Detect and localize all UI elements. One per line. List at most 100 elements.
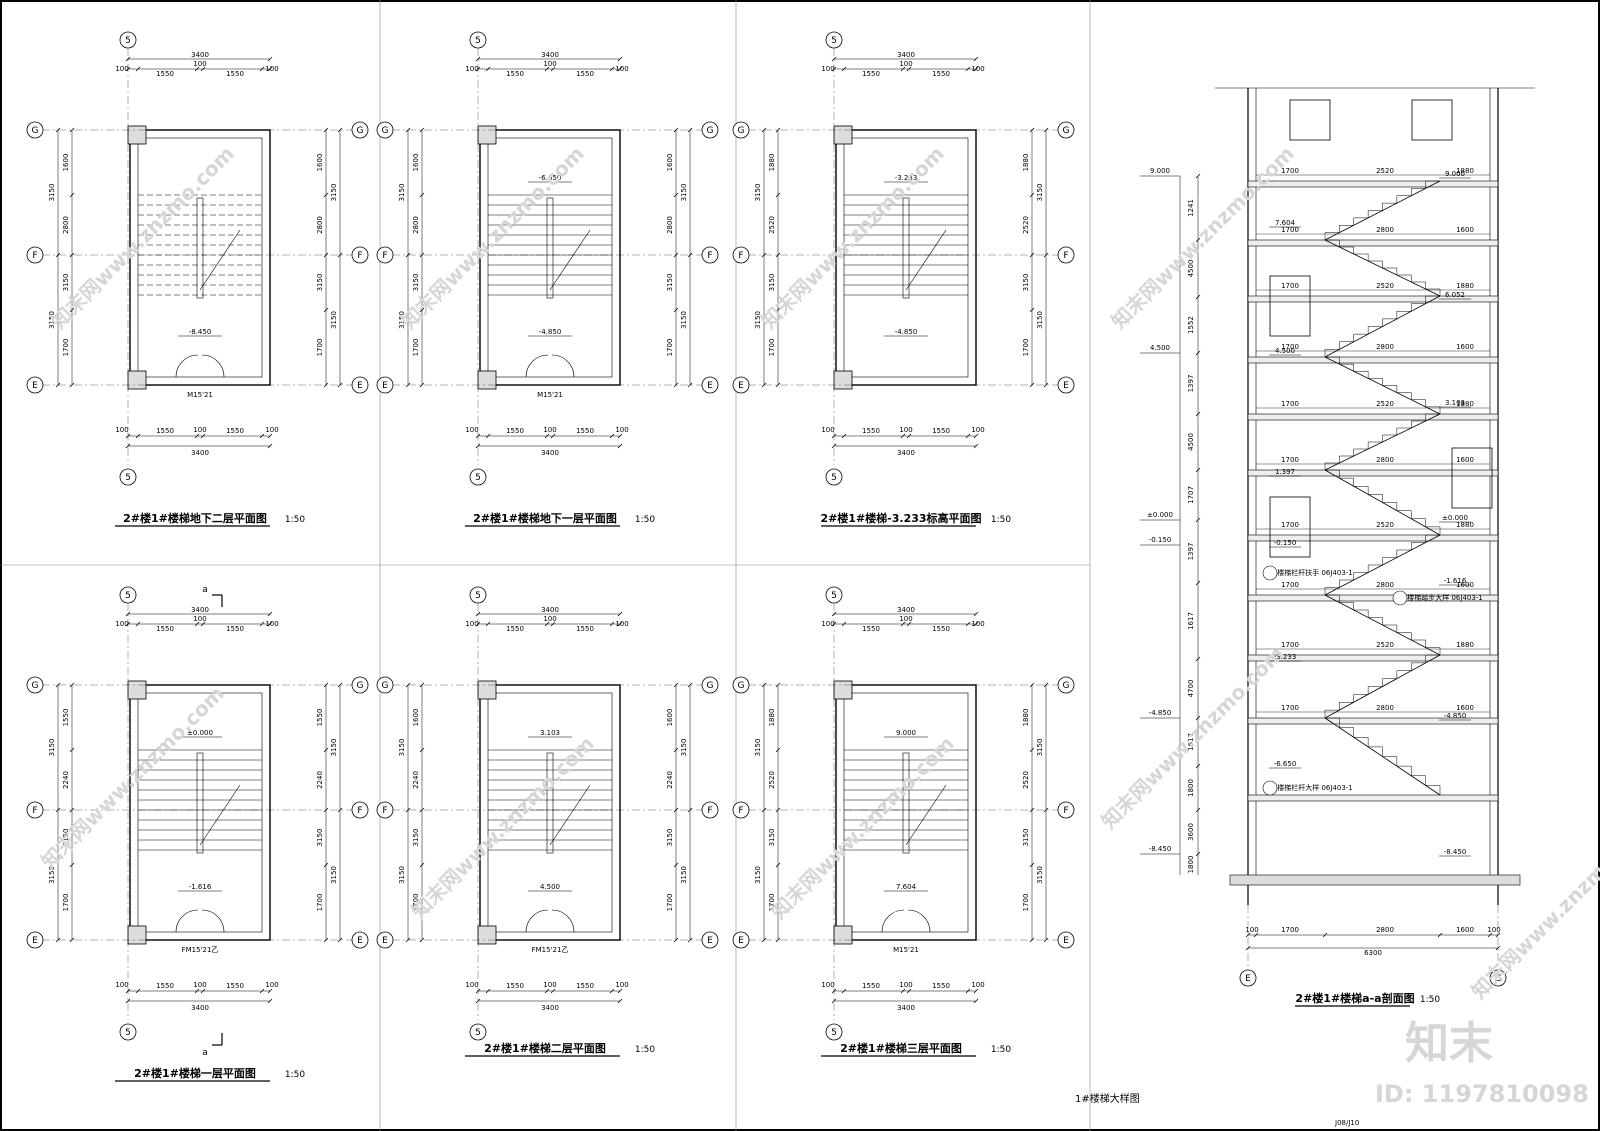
dim-tick	[125, 998, 131, 1004]
dim-part: 100	[821, 981, 834, 989]
landing-dim: 1700	[1281, 456, 1299, 464]
level-label-inner: -0.150	[1274, 539, 1297, 547]
dim-part: 100	[265, 65, 278, 73]
level-label-inner: -1.616	[1444, 577, 1467, 585]
dim-tick	[69, 747, 75, 753]
axis-E-label: E	[1063, 381, 1069, 391]
dim-tick	[1195, 517, 1201, 523]
axis-F-label: F	[32, 806, 37, 816]
dim-part: 100	[265, 620, 278, 628]
dim-part: 100	[115, 426, 128, 434]
axis-F-label: F	[1063, 806, 1068, 816]
floor-slab	[1247, 413, 1499, 421]
dim-tick	[617, 998, 623, 1004]
dim-tick	[475, 621, 481, 627]
dim-part: 100	[543, 60, 556, 68]
dim-tick	[965, 66, 971, 72]
dim-right: 2240	[316, 771, 324, 789]
dim-tick	[485, 66, 491, 72]
dim-total: 3400	[191, 1004, 209, 1012]
dim-tick	[475, 433, 481, 439]
level-label-inner: -6.650	[1274, 760, 1297, 768]
dim-left: 1700	[62, 339, 70, 357]
dim-part: 100	[615, 426, 628, 434]
dim-tick	[419, 252, 425, 258]
dim-part: 1550	[932, 625, 950, 633]
dim-tick	[405, 127, 411, 133]
landing-dim: 1880	[1456, 167, 1474, 175]
axis-F-bubble	[1057, 246, 1075, 264]
dim-total: 3400	[897, 606, 915, 614]
axis-G-bubble	[701, 676, 719, 694]
axis-F-bubble	[701, 801, 719, 819]
dim-tick	[906, 433, 912, 439]
dim-tick	[900, 621, 906, 627]
dim-left-outer: 3150	[48, 311, 56, 329]
dim-tick	[617, 621, 623, 627]
section-dim-bottom: 1700	[1281, 926, 1299, 934]
axis-E-bubble	[351, 376, 369, 394]
dim-tick	[831, 998, 837, 1004]
landing-dim: 1700	[1281, 226, 1299, 234]
dim-part: 1550	[932, 982, 950, 990]
dim-left: 1600	[412, 154, 420, 172]
dim-left-outer: 3150	[754, 866, 762, 884]
plan-wall-outline	[479, 129, 621, 386]
dim-tick	[900, 433, 906, 439]
dim-tick	[323, 127, 329, 133]
plan-title: 2#楼1#楼梯二层平面图	[484, 1041, 606, 1055]
plan-wall-inner	[843, 692, 969, 933]
dim-part: 1550	[226, 70, 244, 78]
dim-tick	[1029, 862, 1035, 868]
section-dim: 4500	[1187, 260, 1195, 278]
dim-tick	[55, 682, 61, 688]
dim-tick	[1029, 807, 1035, 813]
dim-tick	[337, 937, 343, 943]
column	[833, 680, 853, 700]
landing-dim: 1600	[1456, 343, 1474, 351]
dim-tick	[1195, 467, 1201, 473]
dim-tick	[323, 307, 329, 313]
dim-tick	[973, 988, 979, 994]
axis-G-label: G	[382, 681, 389, 691]
dim-tick	[475, 988, 481, 994]
level-label: 4.500	[1150, 344, 1170, 352]
dim-total: 3400	[541, 1004, 559, 1012]
section-dim: 1241	[1187, 199, 1195, 217]
axis-5-bubble	[469, 586, 487, 604]
door-swing	[201, 909, 225, 933]
dim-tick	[831, 611, 837, 617]
plan-wall-inner	[137, 692, 263, 933]
dim-tick	[973, 621, 979, 627]
dim-tick	[475, 443, 481, 449]
dim-left: 2520	[768, 771, 776, 789]
dim-part: 100	[543, 615, 556, 623]
elevation-second: -6.650	[539, 174, 562, 182]
axis-E-label: E	[32, 936, 38, 946]
axis-F-bubble	[26, 801, 44, 819]
plan-wall-outline	[129, 684, 271, 941]
elevation-second: -3.233	[895, 174, 918, 182]
dim-tick	[617, 611, 623, 617]
dim-tick	[323, 937, 329, 943]
axis-G-bubble	[701, 121, 719, 139]
dim-tick	[617, 988, 623, 994]
dim-tick	[267, 998, 273, 1004]
dim-tick	[965, 988, 971, 994]
section-dim: 1552	[1187, 316, 1195, 334]
section-dim-bottom: 1600	[1456, 926, 1474, 934]
elevation-main: -1.616	[189, 883, 212, 891]
dim-tick	[831, 66, 837, 72]
dim-tick	[69, 382, 75, 388]
dim-right: 3150	[666, 274, 674, 292]
dim-tick	[900, 66, 906, 72]
axis-5-label: 5	[831, 1028, 837, 1038]
dim-tick	[775, 127, 781, 133]
landing-dim: 2520	[1376, 521, 1394, 529]
dim-tick	[544, 988, 550, 994]
plan-scale: 1:50	[991, 515, 1011, 525]
axis-E-label: E	[707, 936, 713, 946]
column	[833, 370, 853, 390]
dim-tick	[323, 807, 329, 813]
dim-tick	[544, 433, 550, 439]
